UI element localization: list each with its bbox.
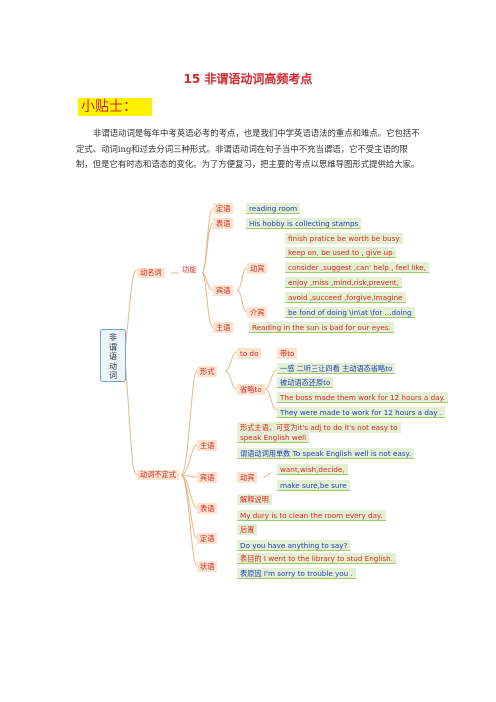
verb-object-label: 动宾 (247, 263, 268, 274)
omit-to-example: The boss made them work for 12 hours a d… (277, 392, 449, 403)
omit-to-rule: 被动语态还原to (277, 377, 334, 388)
gerund-attributive-label: 定语 (213, 203, 234, 214)
predicative-note: 解释说明 (237, 494, 272, 505)
tip-label: 小贴士： (78, 98, 152, 116)
infinitive-verb-list: want,wish,decide, (277, 464, 348, 475)
verb-object-item: consider ,suggest ,can' help , feel like… (285, 262, 429, 273)
infinitive-node: 动词不定式 (137, 470, 179, 480)
gerund-subject-example: Reading in the sun is bad for our eyes. (249, 322, 394, 333)
formal-subject-line: 形式主语，可变为it's adj to do it's not easy to (237, 422, 401, 433)
adverbial-purpose-example: 表目的 I went to the library to stud Englis… (237, 553, 396, 564)
form-label: 形式 (197, 366, 218, 377)
infinitive-verb-list: make sure,be sure (277, 480, 350, 491)
omit-to-rule: 一感 二听三让四看 主动语态省略to (277, 363, 396, 374)
omit-to-label: 省略to (237, 384, 265, 395)
infinitive-adverbial-label: 状语 (197, 561, 218, 572)
gerund-subject-label: 主语 (213, 322, 234, 333)
gerund-node: 动名词 (137, 268, 165, 278)
verb-object-item: finish pratice be worth be busy (285, 233, 403, 244)
intro-paragraph: 非谓语动词是每年中考英语必考的考点，也是我们中学英语语法的重点和难点。它包括不定… (76, 128, 420, 169)
infinitive-subject-label: 主语 (197, 440, 218, 451)
document-title: 15 非谓语动词高频考点 (183, 72, 313, 86)
predicative-example: My dury is to clean the room every day. (237, 510, 386, 521)
to-do-label: to do (237, 348, 262, 359)
adverbial-reason-example: 表原因 I'm sorry to trouble you . (237, 568, 356, 579)
root-node: 非谓语动词 (100, 329, 126, 382)
infinitive-verb-object-label: 动宾 (237, 472, 258, 483)
verb-object-item: avoid ,succeed ,forgive,imagine (285, 292, 406, 303)
verb-object-item: enjoy ,miss ,mind,risk,prevent, (285, 277, 402, 288)
function-node: 功能 (182, 265, 197, 274)
mind-map-connectors (124, 208, 278, 567)
attributive-example: Do you have anything to say? (237, 540, 351, 551)
infinitive-attributive-label: 定语 (197, 533, 218, 544)
prep-object-example: be fond of doing \in\at \for ...doing (285, 307, 415, 318)
attributive-note: 后置 (237, 524, 258, 535)
omit-to-example: They were made to work for 12 hours a da… (277, 407, 446, 418)
infinitive-object-label: 宾语 (197, 472, 218, 483)
with-to-label: 带to (277, 348, 298, 359)
infinitive-predicative-label: 表语 (197, 503, 218, 514)
singular-verb-note: 谓语动词用单数 To speak English well is not eas… (237, 448, 415, 459)
root-node-label: 非谓语动词 (109, 333, 117, 380)
gerund-predicative-example: His hobby is collecting stamps (246, 218, 362, 229)
gerund-object-label: 宾语 (213, 285, 234, 296)
gerund-attributive-example: reading room (246, 203, 301, 214)
gerund-predicative-label: 表语 (213, 218, 234, 229)
verb-object-item: keep on, be used to , give up (285, 247, 396, 258)
prep-object-label: 介宾 (247, 307, 268, 318)
formal-subject-line: speak English well (237, 432, 310, 443)
mind-map: 非谓语动词 动名词 功能 定语 reading room 表语 His hobb… (99, 200, 459, 580)
